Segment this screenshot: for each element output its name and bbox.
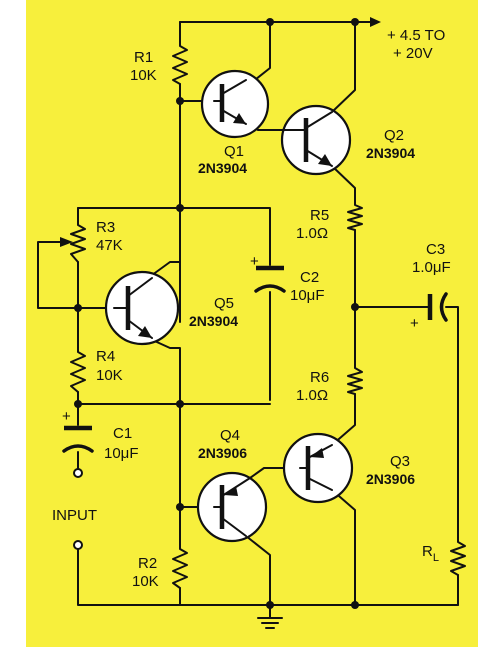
input-label: INPUT <box>52 507 97 524</box>
c3-value: 1.0μF <box>412 259 451 276</box>
r2-name: R2 <box>138 555 157 572</box>
resistor-r5 <box>347 202 363 231</box>
transistor-q3 <box>282 432 354 504</box>
c1-name: C1 <box>113 425 132 442</box>
frame-right <box>478 0 502 647</box>
transistor-q4 <box>196 471 268 543</box>
r1-name: R1 <box>134 49 153 66</box>
q5-part: 2N3904 <box>189 313 238 329</box>
r4-name: R4 <box>96 348 115 365</box>
resistor-r6 <box>347 364 363 395</box>
labels: + 4.5 TO + 20V R1 10K Q1 2N3904 Q2 2N390… <box>52 27 451 590</box>
capacitor-c1: + <box>62 408 94 453</box>
c2-value: 10μF <box>290 287 325 304</box>
q1-name: Q1 <box>224 143 244 160</box>
input-terminals <box>73 468 83 550</box>
c3-name: C3 <box>426 241 445 258</box>
q2-name: Q2 <box>384 127 404 144</box>
q3-part: 2N3906 <box>366 471 415 487</box>
frame-left <box>0 0 26 647</box>
c2-plus-sign: + <box>250 253 259 270</box>
transistor-q5 <box>104 270 180 346</box>
resistor-r2 <box>172 544 188 589</box>
r1-value: 10K <box>130 67 157 84</box>
c1-value: 10μF <box>104 445 139 462</box>
q4-part: 2N3906 <box>198 445 247 461</box>
q3-name: Q3 <box>390 453 410 470</box>
input-terminal-bottom <box>73 540 83 550</box>
input-terminal-top <box>73 468 83 478</box>
c3-plus-sign: + <box>410 315 419 332</box>
supply-label-line1: + 4.5 TO <box>387 27 445 44</box>
transistor-q1 <box>200 69 270 139</box>
capacitor-c2: + <box>250 253 286 293</box>
resistor-r1 <box>172 41 188 85</box>
rl-name-main: R <box>422 543 433 560</box>
r3-name: R3 <box>96 219 115 236</box>
transistor-q2 <box>279 104 352 176</box>
wires <box>37 17 459 619</box>
r6-name: R6 <box>310 369 329 386</box>
ground-symbol <box>257 617 283 629</box>
r5-value: 1.0Ω <box>296 225 328 242</box>
r4-value: 10K <box>96 367 123 384</box>
c2-name: C2 <box>300 269 319 286</box>
supply-label-line2: + 20V <box>393 45 433 62</box>
capacitor-c3: + <box>410 292 448 332</box>
c1-plus-sign: + <box>62 408 71 425</box>
q5-name: Q5 <box>214 295 234 312</box>
r2-value: 10K <box>132 573 159 590</box>
q4-name: Q4 <box>220 427 240 444</box>
resistor-r4 <box>70 347 86 393</box>
rl-name: RL <box>422 543 439 564</box>
r6-value: 1.0Ω <box>296 387 328 404</box>
r3-value: 47K <box>96 237 123 254</box>
resistor-rl <box>450 537 466 576</box>
q1-part: 2N3904 <box>198 160 247 176</box>
r5-name: R5 <box>310 207 329 224</box>
resistor-r3 <box>60 221 86 263</box>
rl-name-subscript: L <box>433 552 439 564</box>
junction-dots <box>74 18 359 609</box>
q2-part: 2N3904 <box>366 145 415 161</box>
